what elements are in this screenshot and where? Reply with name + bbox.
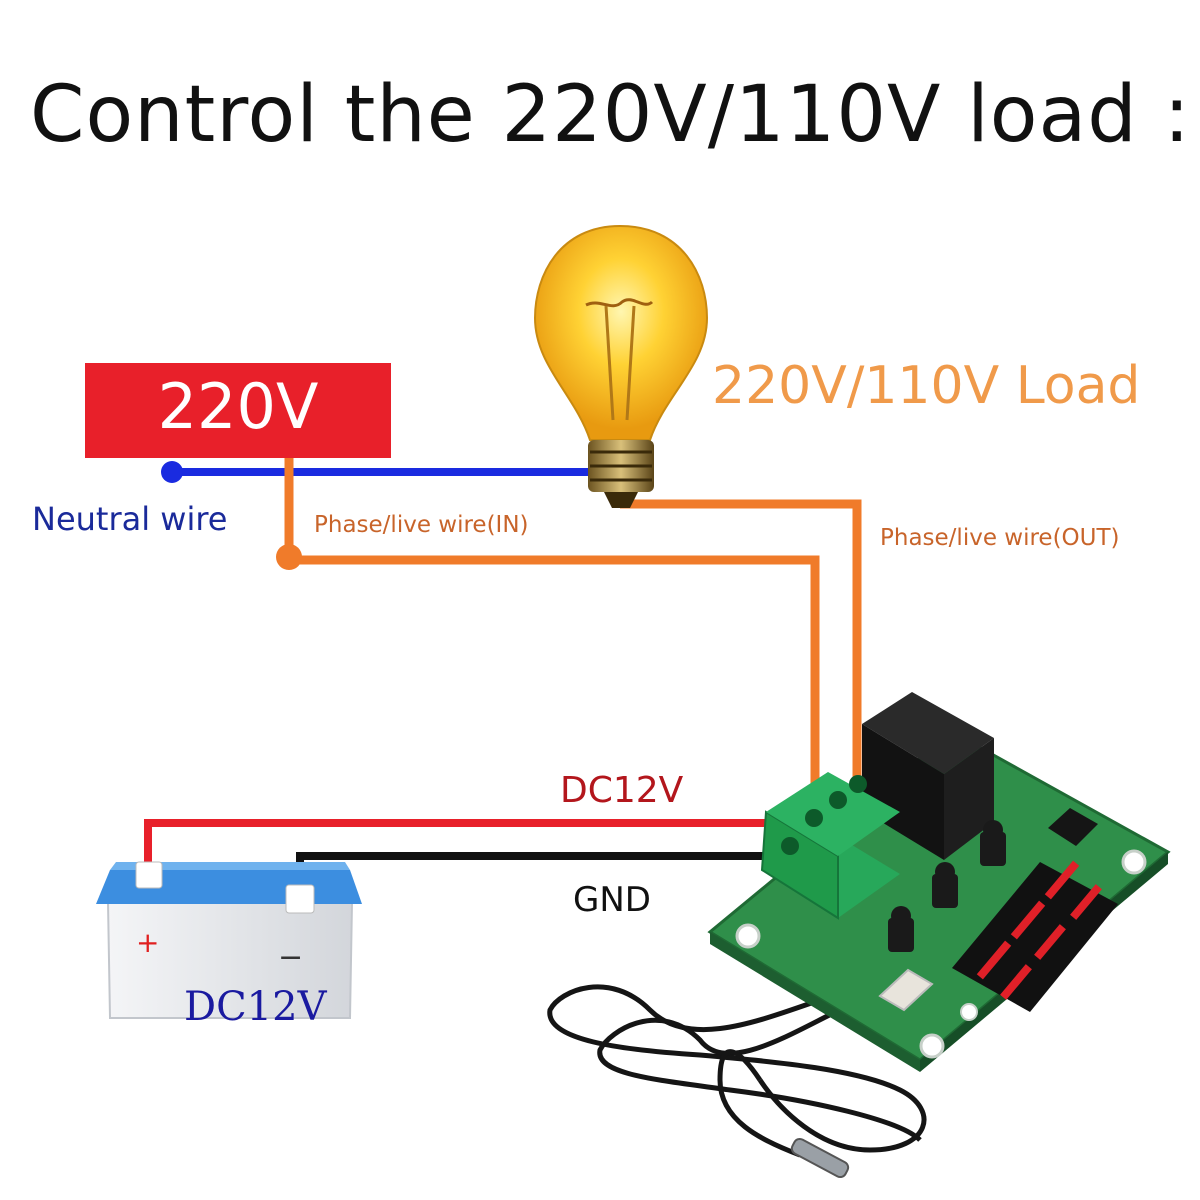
neutral-wire-label: Neutral wire [32,500,228,538]
live-wire-in [276,458,820,805]
battery-icon [96,861,362,1019]
battery-plus-terminal-label: + [136,926,160,959]
page-title: Control the 220V/110V load : [30,70,1191,160]
dc-positive-wire [144,819,802,878]
display-digits [976,860,1102,1000]
live-wire-in-label: Phase/live wire(IN) [314,512,529,538]
ground-wire-label: GND [573,880,651,920]
supply-box [85,363,391,458]
thermostat-relay-board-icon [707,692,1171,1072]
temperature-probe-icon [547,984,927,1179]
neutral-wire [161,461,594,483]
battery-voltage-label: DC12V [184,984,327,1030]
battery-minus-terminal-label: − [278,940,304,975]
live-wire-out [620,499,862,778]
live-wire-out-label: Phase/live wire(OUT) [880,525,1120,551]
light-bulb-icon [533,224,709,508]
ground-wire [296,852,788,898]
dc-positive-wire-label: DC12V [560,770,684,811]
load-label: 220V/110V Load [712,356,1141,416]
supply-voltage-label: 220V [157,370,319,443]
